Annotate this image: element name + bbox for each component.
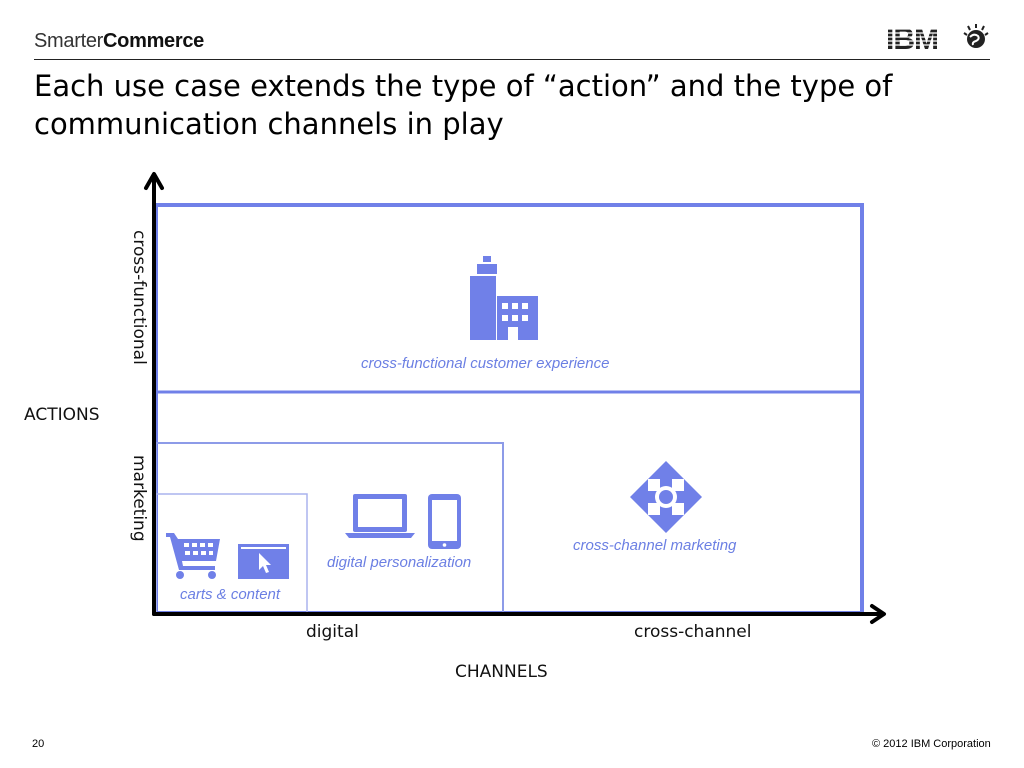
- smarter-commerce-logo: SmarterCommerce: [34, 30, 204, 53]
- copyright: © 2012 IBM Corporation: [872, 738, 991, 750]
- building-icon: [470, 256, 538, 340]
- x-level-cross-channel: cross-channel: [634, 622, 752, 642]
- x-axis-title: CHANNELS: [455, 662, 548, 682]
- x-level-digital: digital: [306, 622, 359, 642]
- brand-part2: Commerce: [103, 30, 205, 52]
- header-rule: [34, 59, 990, 60]
- y-axis-arrow: [144, 172, 164, 190]
- caption-carts-content: carts & content: [180, 586, 281, 603]
- caption-digital-personalization: digital personalization: [327, 554, 472, 571]
- cart-browser-icon: [166, 533, 289, 579]
- y-axis-title: ACTIONS: [24, 405, 100, 425]
- brand-part1: Smarter: [34, 30, 104, 52]
- caption-cross-functional-customer-experience: cross-functional customer experience: [361, 355, 610, 372]
- caption-cross-channel-marketing: cross-channel marketing: [573, 537, 737, 554]
- laptop-tablet-icon: [345, 494, 461, 549]
- slide-title: Each use case extends the type of “actio…: [34, 69, 893, 141]
- x-axis-arrow: [870, 604, 886, 624]
- page-number: 20: [32, 738, 45, 750]
- ibm-logo: IBM: [884, 20, 994, 59]
- network-arrows-icon: [630, 461, 702, 533]
- y-level-cross-functional: cross-functional: [129, 230, 149, 365]
- y-level-marketing: marketing: [129, 455, 149, 542]
